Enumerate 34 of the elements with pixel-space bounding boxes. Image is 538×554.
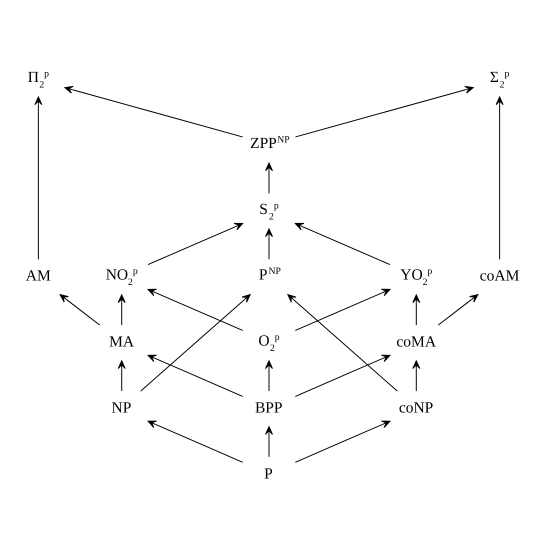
arrow (265, 162, 273, 194)
arrow (265, 228, 273, 260)
node-text: MA (109, 334, 134, 351)
arrow (294, 420, 390, 463)
node-text: BPP (254, 399, 283, 416)
node-text: P$^{NP}$ (258, 266, 281, 284)
arrow (60, 294, 100, 326)
node-text: coMA (396, 334, 436, 351)
arrow (64, 86, 244, 138)
arrow (148, 420, 244, 463)
node-text: coAM (480, 268, 520, 285)
arrow (265, 360, 273, 392)
node-text: P (264, 465, 273, 482)
arrow (294, 354, 390, 397)
arrow (148, 354, 244, 397)
arrow (265, 426, 273, 458)
arrow (294, 86, 474, 138)
arrow (118, 294, 126, 326)
arrow (34, 96, 42, 260)
arrow (294, 222, 390, 266)
arrow (118, 360, 126, 392)
arrow (140, 294, 251, 392)
arrow (294, 288, 390, 331)
arrow (287, 294, 398, 392)
node-text: NP (112, 399, 132, 416)
arrow (412, 360, 420, 392)
arrow (496, 96, 504, 260)
arrow (438, 294, 478, 326)
node-text: coNP (398, 399, 434, 416)
arrow (148, 222, 244, 266)
arrow (148, 288, 244, 331)
arrow (412, 294, 420, 326)
node-text: AM (26, 268, 51, 285)
node-text: ZPP$^{NP}$ (250, 134, 290, 152)
